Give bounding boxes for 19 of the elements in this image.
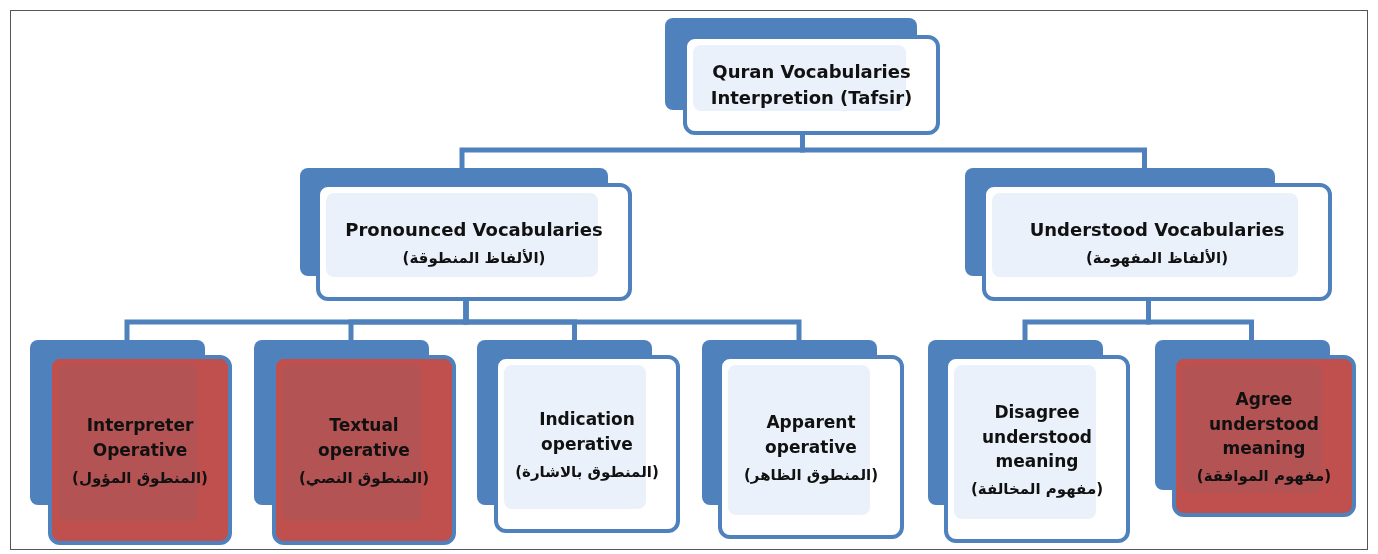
box-title: Agree understood meaning bbox=[1207, 388, 1321, 461]
box-title: Quran Vocabularies Interpretion (Tafsir) bbox=[709, 59, 914, 110]
box-title: Disagree understood meaning bbox=[980, 401, 1094, 474]
arabic-term: (المنطوق النصي) bbox=[298, 468, 430, 487]
box-title: Understood Vocabularies bbox=[1029, 217, 1285, 242]
box-title: Pronounced Vocabularies bbox=[345, 217, 603, 242]
connector-line bbox=[1146, 301, 1254, 340]
box-title: Indication operative bbox=[538, 408, 636, 456]
box-title: Interpreter Operative bbox=[85, 414, 195, 462]
arabic-term: (المنطوق المؤول) bbox=[72, 468, 208, 487]
connector-line bbox=[463, 301, 802, 340]
box-title: Apparent operative bbox=[764, 411, 858, 459]
arabic-term: (الألفاظ المنطوقة) bbox=[402, 249, 546, 268]
arabic-term: (مفهوم المخالفة) bbox=[970, 479, 1104, 498]
arabic-term: (الألفاظ المفهومة) bbox=[1085, 249, 1229, 268]
arabic-term: (مفهوم الموافقة) bbox=[1196, 466, 1332, 485]
arabic-term: (المنطوق بالاشارة) bbox=[515, 462, 659, 481]
arabic-term: (المنطوق الظاهر) bbox=[743, 465, 879, 484]
box-title: Textual operative bbox=[317, 414, 411, 462]
